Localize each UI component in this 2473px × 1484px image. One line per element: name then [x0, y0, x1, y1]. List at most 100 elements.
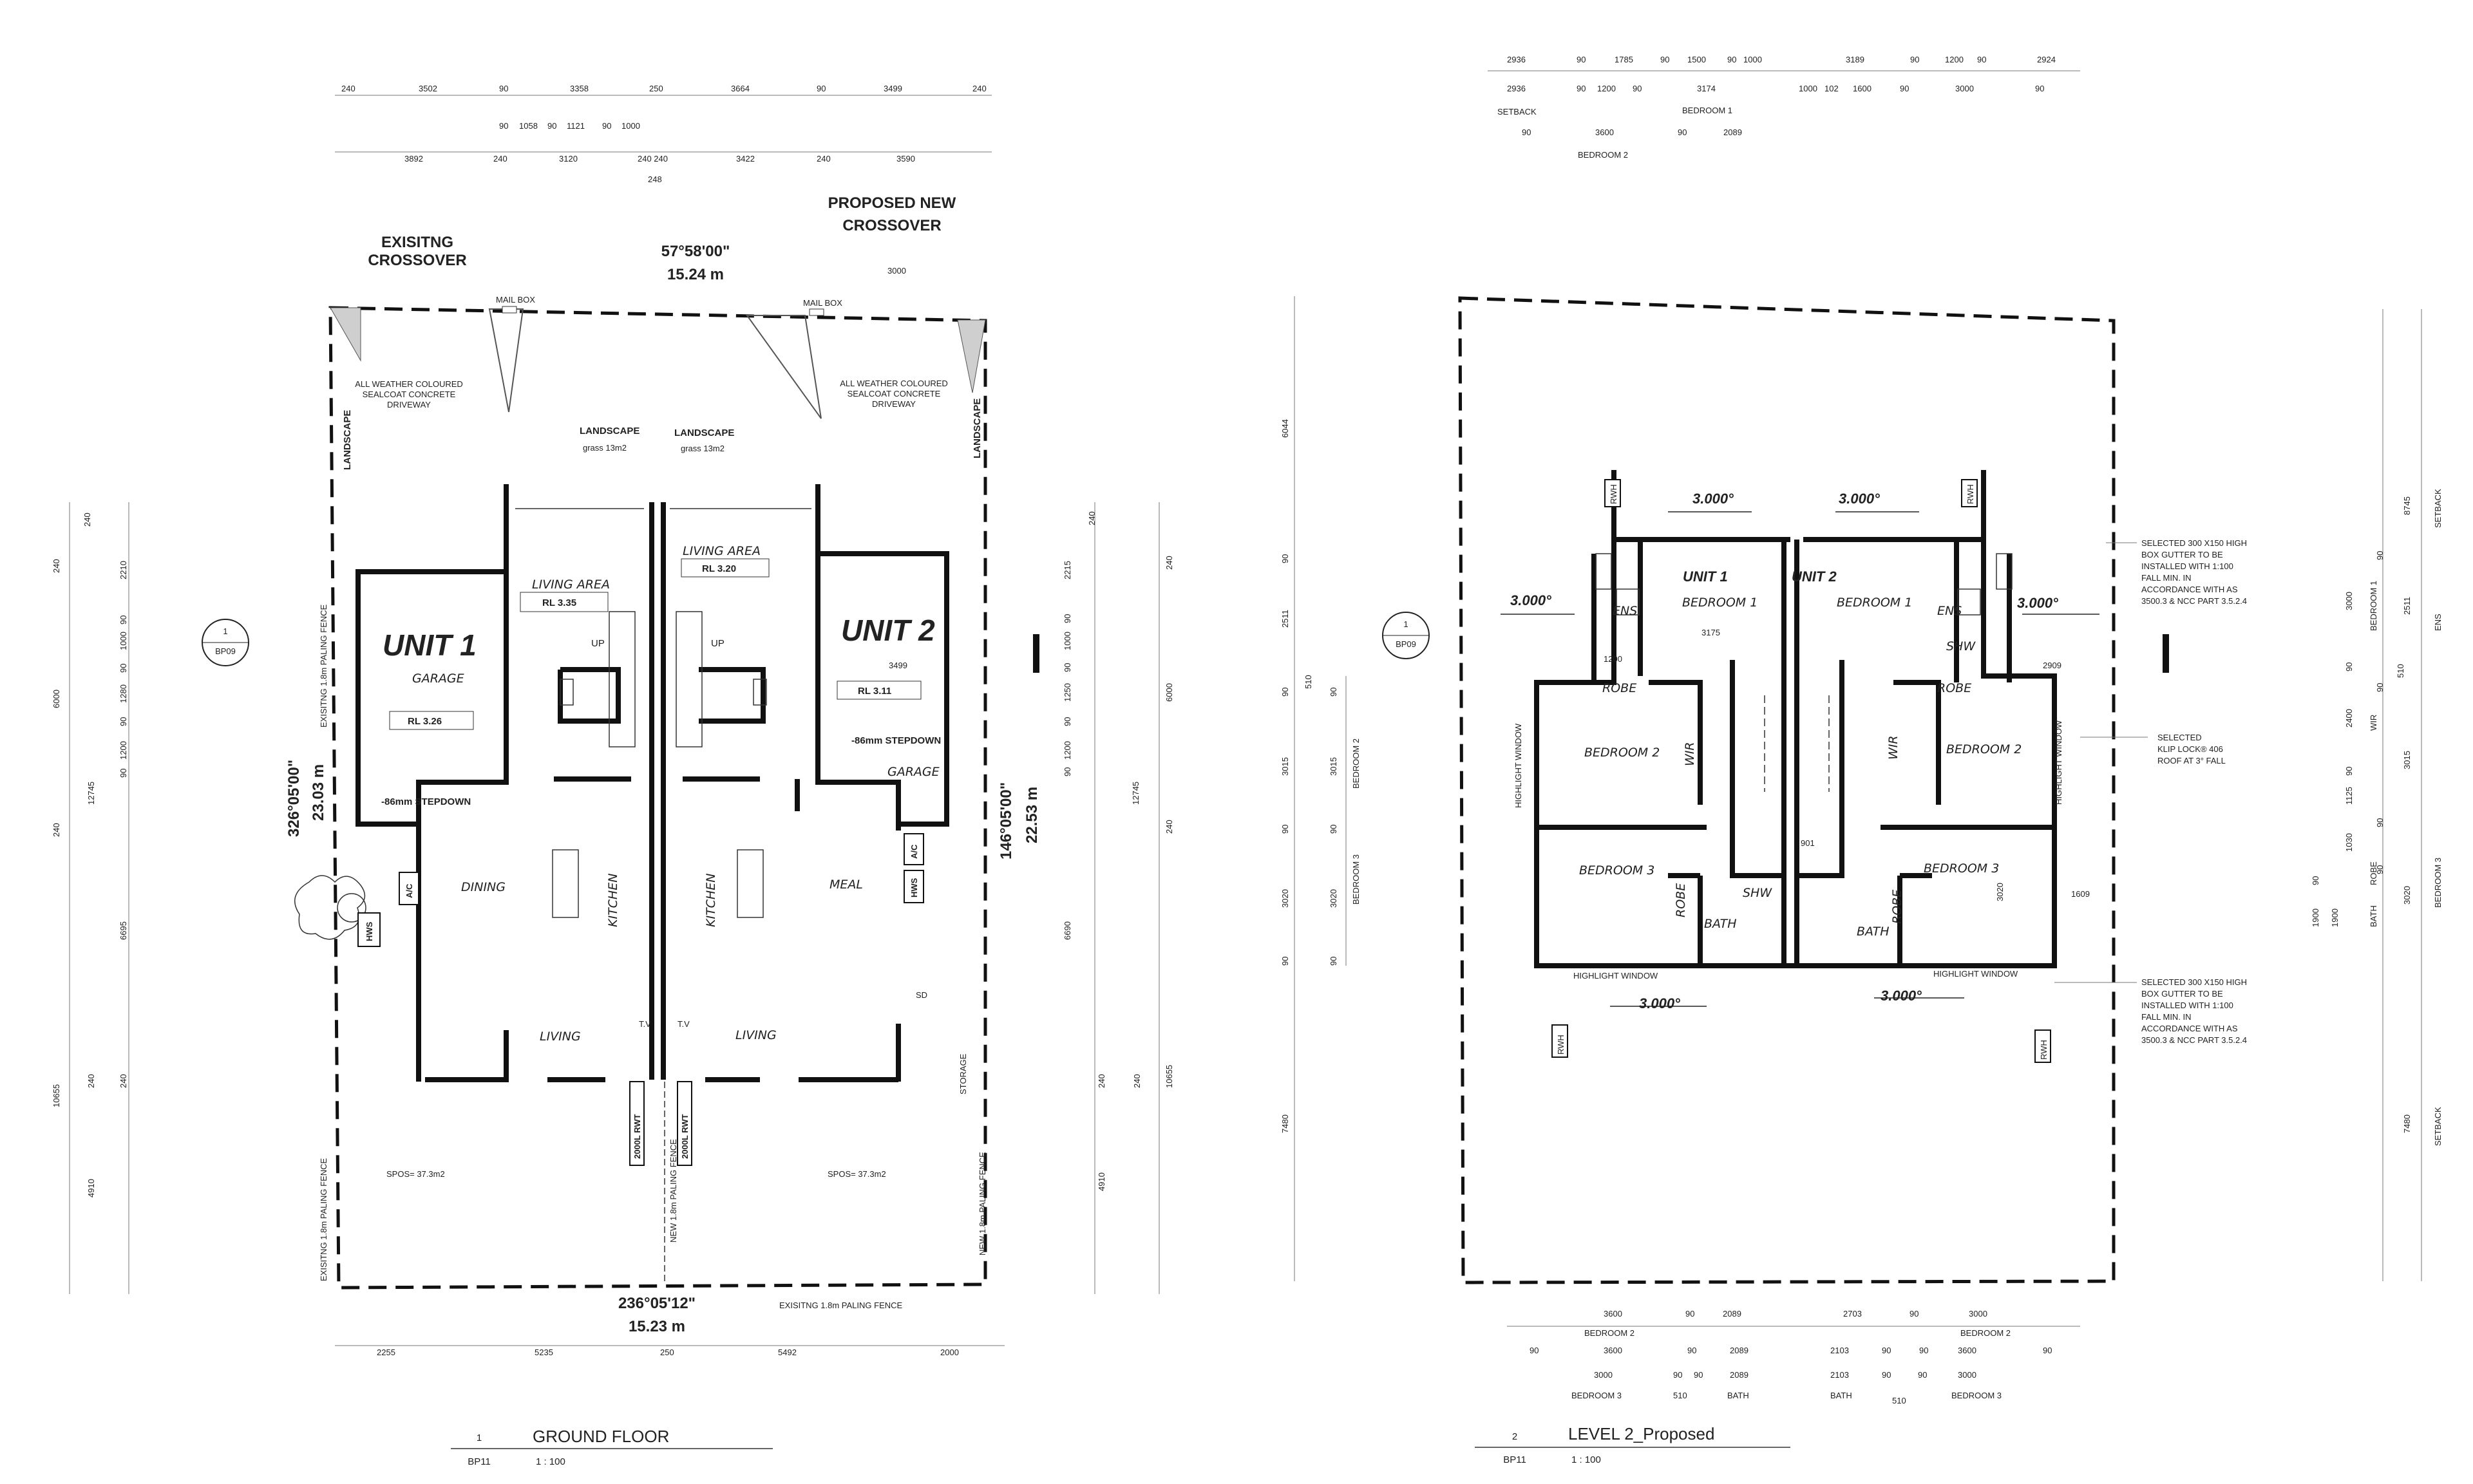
l2-right-label: ROBE: [2369, 861, 2378, 885]
existing-crossover-label: EXISITNG: [381, 234, 453, 251]
l2-right-label: SETBACK: [2433, 489, 2443, 528]
gf-right-dim: 2215: [1063, 561, 1072, 579]
view-scale: 1 : 100: [1571, 1454, 1601, 1465]
fence-label: NEW 1.8m PALING FENCE: [978, 1152, 987, 1255]
hws-unit: [357, 912, 381, 947]
gf-left-dim: 240: [52, 559, 61, 573]
kitchen-label: KITCHEN: [606, 874, 620, 927]
l2-bottom-dim3: 2103: [1830, 1370, 1849, 1380]
l2-bottom-label: BEDROOM 3: [1951, 1391, 2002, 1400]
crossover-wedge: [330, 307, 361, 362]
l2-left-dim: 7480: [1280, 1114, 1290, 1133]
l2-bedroom1: BEDROOM 1: [1682, 596, 1758, 610]
gf-right-dim: 4910: [1097, 1172, 1106, 1191]
l2-bedroom1-label: BEDROOM 1: [1682, 106, 1732, 115]
left-boundary-length: 23.03 m: [310, 764, 327, 821]
note-line: 3500.3 & NCC PART 3.5.2.4: [2141, 596, 2247, 606]
rwt-label: 2000L RWT: [680, 1114, 690, 1159]
l2-robe: ROBE: [1602, 681, 1636, 695]
ac-unit: [399, 872, 419, 905]
level2-top-dimensions: 2936 90 1785 90 1500 90 1000 3189 90 120…: [1488, 55, 2080, 160]
l2-bottom-dim: 3600: [1604, 1309, 1622, 1319]
gf-bottom-dim: 5235: [535, 1348, 553, 1357]
l2-top-dim: 90: [1577, 55, 1586, 64]
l2-top-dim2: 3000: [1955, 84, 1974, 93]
marker-sheet: BP09: [1396, 639, 1416, 649]
tv-label: T.V: [677, 1019, 690, 1029]
l2-bedroom3: BEDROOM 3: [1579, 863, 1654, 878]
l2-robe: ROBE: [1937, 681, 1971, 695]
roof-note: SELECTED KLIP LOCK® 406 ROOF AT 3° FALL: [2080, 733, 2226, 765]
l2-right-dim: 7480: [2402, 1114, 2412, 1133]
gf-left-dim: 90: [118, 769, 128, 778]
l2-left-dim: 90: [1329, 957, 1338, 966]
ground-bottom-dimensions: 2255 5235 250 5492 2000: [335, 1345, 1005, 1357]
rainwater-head: [1961, 479, 1978, 507]
l2-right-dim: 1125: [2344, 787, 2354, 805]
l2-unit1-label: UNIT 1: [1683, 568, 1728, 585]
l2-right-dim: 3015: [2402, 751, 2412, 769]
note-line: INSTALLED WITH 1:100: [2141, 561, 2233, 571]
l2-dim: 3020: [1995, 883, 2005, 901]
garage-label: GARAGE: [412, 672, 464, 686]
gf-top-dim3: 3892: [404, 154, 423, 164]
note-line: ROOF AT 3° FALL: [2157, 756, 2226, 765]
l2-bottom-label: BATH: [1830, 1391, 1852, 1400]
l2-left-dim: 90: [1280, 688, 1290, 697]
section-marker: 1 BP09: [1382, 612, 1430, 659]
l2-right-dim: 90: [2375, 865, 2385, 874]
tv-label: T.V: [639, 1019, 651, 1029]
living-label: LIVING: [540, 1029, 581, 1044]
l2-bottom-dim: 3000: [1969, 1309, 1987, 1319]
landscape-label: LANDSCAPE: [674, 427, 734, 438]
view-sheet: BP11: [1503, 1454, 1526, 1465]
l2-bottom-dim2: 90: [1687, 1346, 1696, 1355]
l2-bedroom2: BEDROOM 2: [1584, 746, 1660, 760]
fence-label: EXISITNG 1.8m PALING FENCE: [319, 604, 328, 728]
view-number: 2: [1512, 1431, 1517, 1442]
section-marker: 1 BP09: [202, 619, 249, 666]
view-title: GROUND FLOOR: [533, 1427, 669, 1446]
gf-left-dim: 4910: [86, 1179, 96, 1198]
l2-bottom-dim3: 90: [1882, 1370, 1891, 1380]
driveway-note-line: DRIVEWAY: [387, 400, 431, 409]
l2-top-dim2: 90: [1900, 84, 1909, 93]
gf-bottom-dim: 250: [660, 1348, 674, 1357]
mailbox-icon: [502, 306, 517, 314]
view-scale: 1 : 100: [536, 1456, 565, 1467]
landscape-label-side: LANDSCAPE: [342, 410, 353, 470]
l2-shower: SHW: [1946, 639, 1976, 653]
section-mark: [1033, 634, 1039, 673]
rainwater-tank: [629, 1081, 645, 1166]
stair-up-label: UP: [711, 638, 725, 649]
l2-top-dim: 3189: [1846, 55, 1864, 64]
bottom-boundary-bearing: 236°05'12": [618, 1295, 696, 1312]
l2-top-dim2: 102: [1824, 84, 1839, 93]
gf-left-dim: 1000: [118, 632, 128, 650]
gf-top-dim: 3664: [731, 84, 750, 93]
gf-left-dim: 6000: [52, 690, 61, 708]
l2-bottom-dim2: 90: [2043, 1346, 2052, 1355]
gf-right-dim: 6690: [1063, 921, 1072, 940]
l2-bottom-dim: 2703: [1843, 1309, 1862, 1319]
ac-unit: [904, 833, 924, 865]
gf-right-dim: 240: [1097, 1074, 1106, 1088]
l2-top-dim3: 90: [1678, 127, 1687, 137]
l2-shower: SHW: [1743, 886, 1772, 900]
driveway-note-line: ALL WEATHER COLOURED: [355, 379, 463, 389]
l2-top-dim: 2936: [1507, 55, 1526, 64]
l2-top-dim2: 2936: [1507, 84, 1526, 93]
dining-label: DINING: [461, 880, 506, 894]
mailbox-icon: [809, 308, 824, 316]
l2-top-dim2: 3174: [1697, 84, 1716, 93]
l2-bottom-dim2: 90: [1919, 1346, 1928, 1355]
roof-fall-label: 3.000°: [2017, 595, 2058, 611]
l2-top-dim: 1000: [1743, 55, 1762, 64]
l2-bottom-label: BEDROOM 3: [1571, 1391, 1622, 1400]
l2-dim: 1609: [2071, 889, 2090, 899]
l2-top-dim2: 1600: [1853, 84, 1871, 93]
gf-right-dim: 6000: [1164, 683, 1174, 702]
gf-right-dim: 240: [1087, 511, 1097, 525]
l2-right-dim: 90: [2311, 876, 2320, 885]
